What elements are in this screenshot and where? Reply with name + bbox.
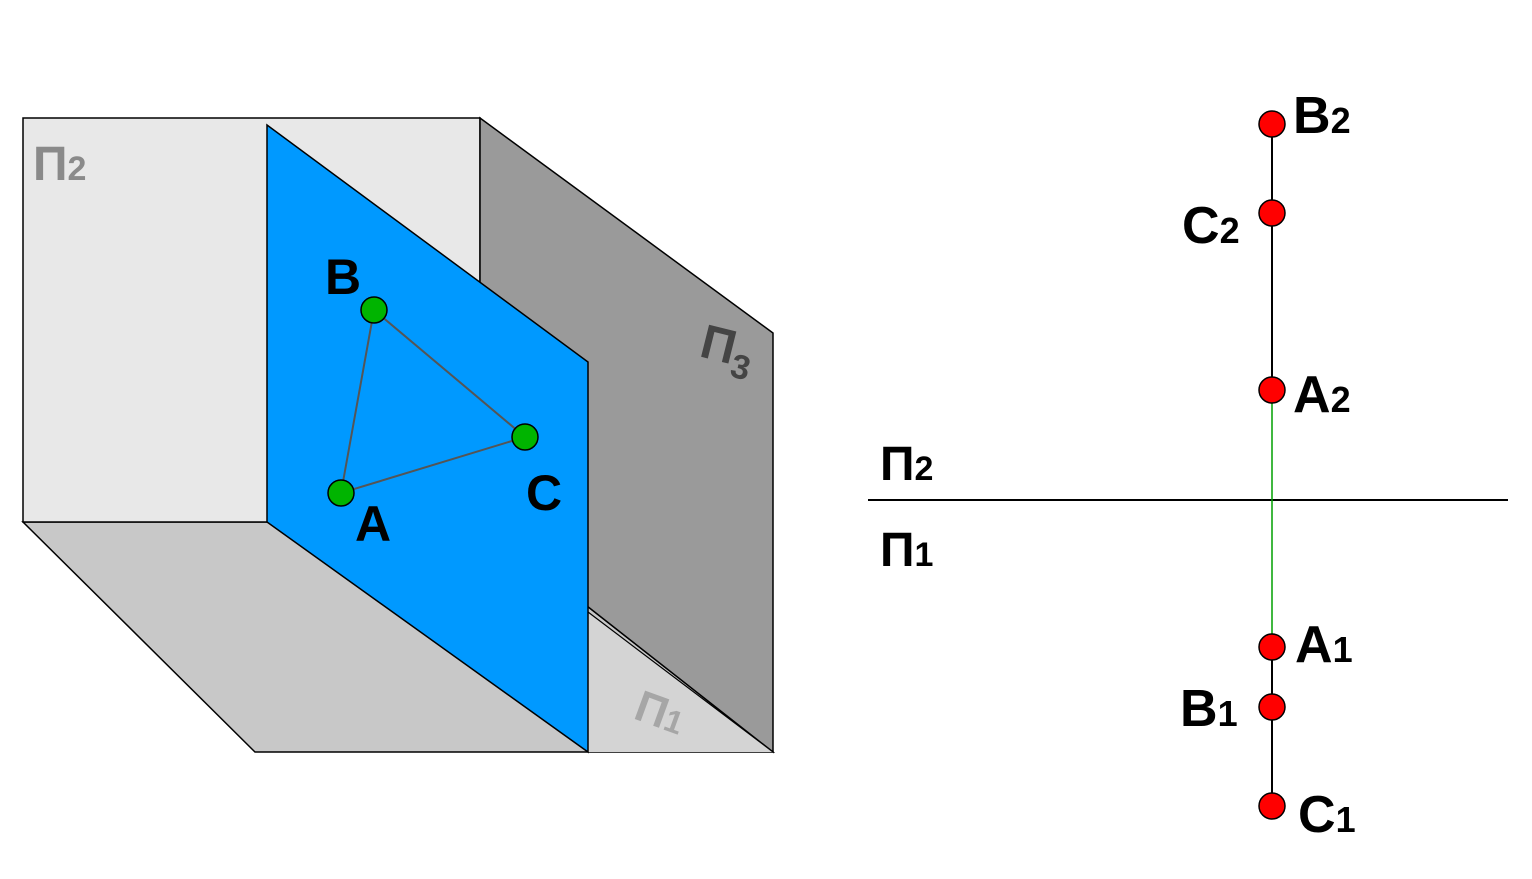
projection-label-c1: C1 — [1298, 786, 1356, 844]
space-point-b — [360, 296, 388, 324]
space-point-a — [327, 479, 355, 507]
cutting-plane — [266, 123, 589, 754]
projection-point-a2 — [1258, 376, 1286, 404]
label-pi1-3d: П1 — [629, 681, 692, 744]
triangle-abc — [339, 308, 528, 495]
space-label-b: B — [325, 249, 361, 305]
projection-point-c1 — [1258, 792, 1286, 820]
projection-point-b1 — [1258, 693, 1286, 721]
space-point-c — [511, 423, 539, 451]
bottom-plane-strip — [588, 612, 773, 752]
strip-edge — [587, 611, 774, 753]
projection-label-a1: A1 — [1295, 616, 1353, 674]
left-3d-view: B A C П2 П3 П1 — [21, 116, 776, 754]
axis-label-pi2: П2 — [880, 438, 933, 491]
projection-point-c2 — [1258, 199, 1286, 227]
projection-point-a1 — [1258, 633, 1286, 661]
axis-label-pi1: П1 — [880, 524, 933, 577]
projection-label-a2: A2 — [1293, 366, 1351, 424]
space-label-c: C — [526, 465, 562, 521]
space-label-a: A — [355, 496, 391, 552]
right-epure: B2 C2 A2 A1 B1 C1 П2 П1 — [868, 87, 1508, 844]
projection-label-b2: B2 — [1293, 87, 1351, 145]
projection-label-b1: B1 — [1180, 680, 1238, 738]
projection-point-b2 — [1258, 110, 1286, 138]
projection-label-c2: C2 — [1182, 197, 1240, 255]
label-pi2-3d: П2 — [33, 138, 86, 191]
